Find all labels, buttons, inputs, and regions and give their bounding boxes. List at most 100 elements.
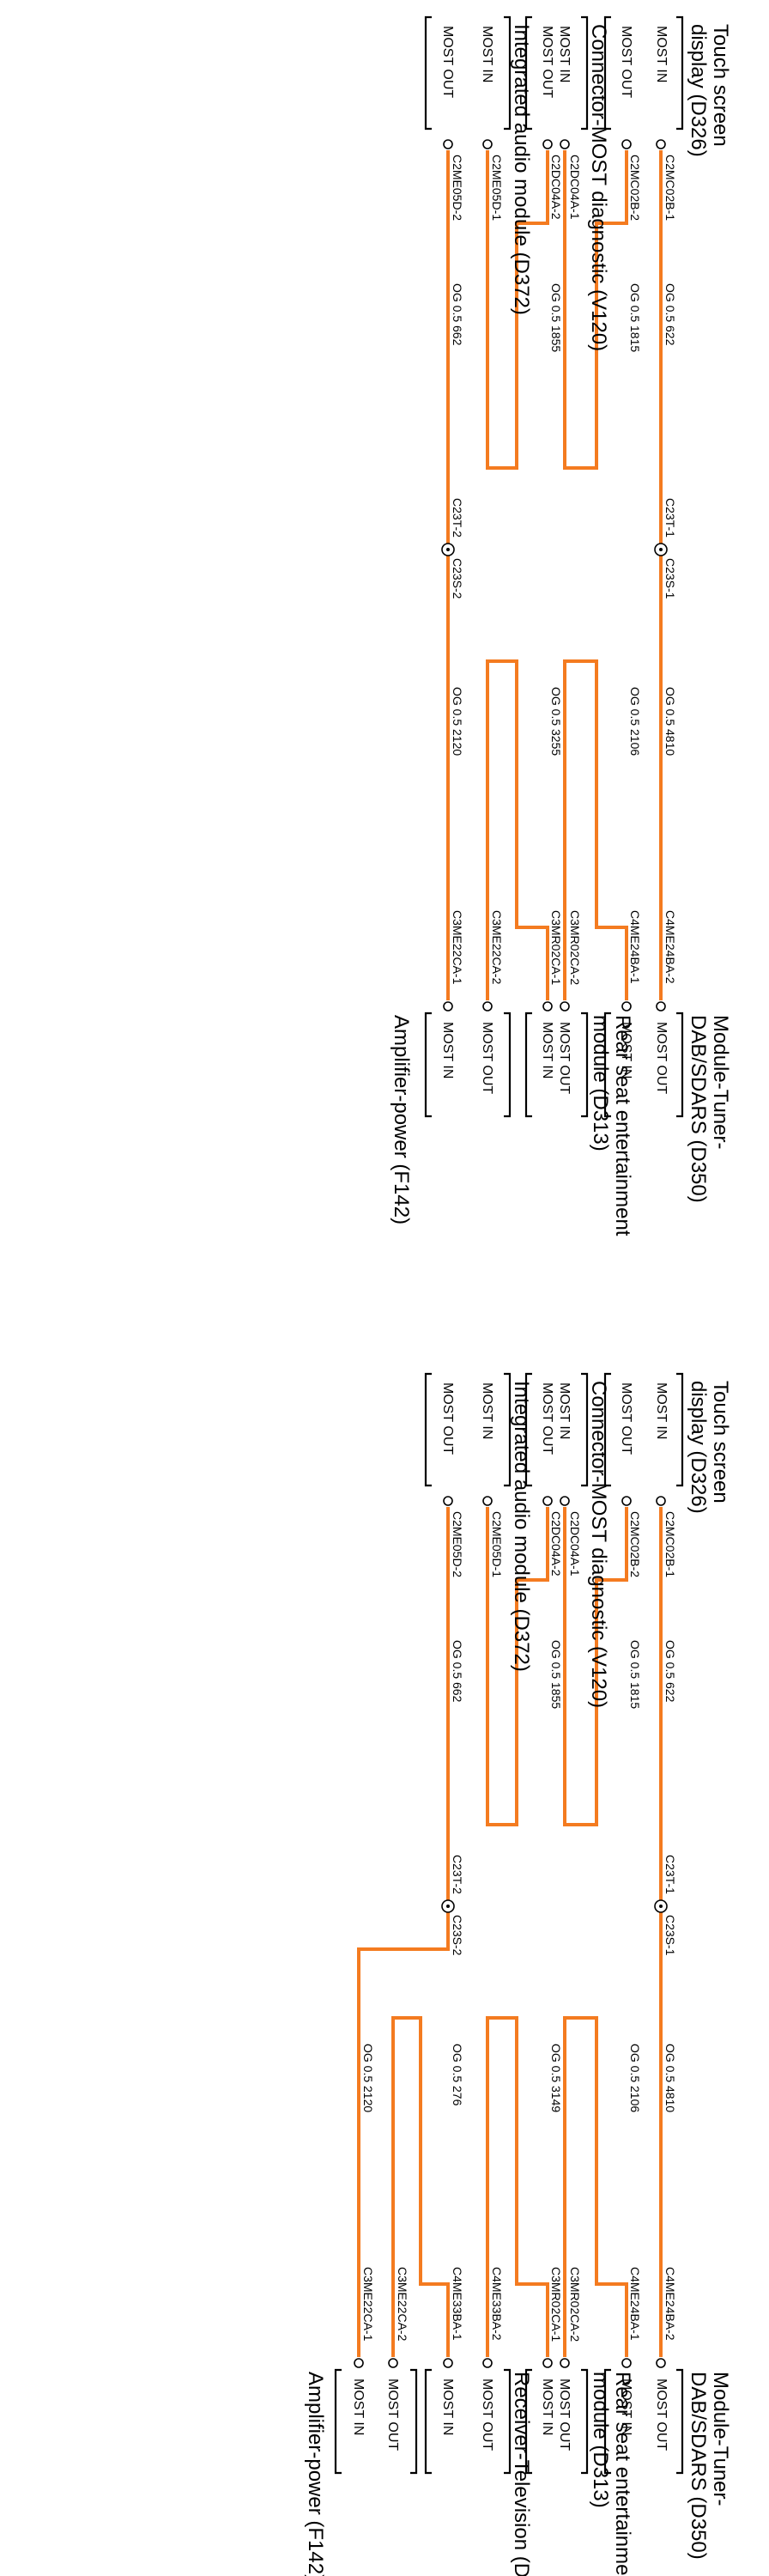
- connector-label: C23T-1: [663, 1855, 677, 1894]
- module-tuner: [603, 2358, 684, 2475]
- module-audio: [424, 1372, 512, 1506]
- splice-c23-bottom: [441, 1899, 455, 1913]
- wire-television-to-amplifier: [391, 2016, 450, 2357]
- module-title: Receiver-Television (D328): [510, 2372, 533, 2576]
- splice-c23-top: [654, 1899, 668, 1913]
- wire-label: OG 0.5 1815: [628, 1640, 642, 1709]
- connector-label: C4ME24BA-1: [628, 2267, 642, 2341]
- wire-rear-seat-to-television: [486, 2016, 549, 2357]
- connector-label: C2ME05D-2: [451, 1511, 464, 1577]
- wire-label: OG 0.5 4810: [663, 687, 677, 756]
- connector-label: C4ME24BA-2: [663, 2267, 677, 2341]
- module-title: display (D326): [687, 1381, 710, 1514]
- module-title: Integrated audio module (D372): [510, 24, 533, 315]
- module-title: DAB/SDARS (D350): [687, 2372, 710, 2560]
- diagram-1-rotated: Touch screen display (D326) Connector-MO…: [390, 15, 732, 1236]
- port-label: MOST IN: [480, 1382, 494, 1439]
- wire-touch-screen-to-diagnostic: [563, 150, 628, 470]
- diagram-1: Touch screen display (D326) Connector-MO…: [390, 15, 732, 1236]
- module-title: Connector-MOST diagnostic (V120): [587, 1381, 610, 1708]
- port-label: MOST OUT: [480, 1022, 494, 1094]
- connector-label: C2MC02B-2: [628, 1511, 642, 1577]
- port-label: MOST OUT: [540, 1382, 554, 1455]
- wire-amplifier-to-splice: [357, 1906, 450, 2357]
- port-label: MOST IN: [557, 1382, 572, 1439]
- wire-diagnostic-to-audio: [486, 1507, 549, 1826]
- port-label: MOST IN: [440, 1022, 455, 1078]
- wire-label: OG 0.5 2120: [451, 687, 464, 756]
- wire-diagnostic-to-audio: [486, 150, 549, 470]
- connector-label: C23S-2: [451, 558, 464, 599]
- module-audio: [424, 15, 512, 149]
- connector-label: C4ME24BA-1: [628, 910, 642, 984]
- port-label: MOST IN: [654, 1382, 669, 1439]
- module-rear-seat: [524, 1001, 589, 1118]
- port-label: MOST OUT: [480, 2379, 494, 2451]
- wire-label: OG 0.5 1815: [628, 283, 642, 352]
- port-label: MOST OUT: [557, 2379, 572, 2451]
- module-touch-screen: [603, 15, 684, 149]
- port-label: MOST OUT: [557, 1022, 572, 1094]
- connector-label: C23S-1: [663, 558, 677, 599]
- connector-label: C2DC04A-1: [568, 1511, 582, 1577]
- module-diagnostic: [524, 1372, 589, 1506]
- module-rear-seat: [524, 2358, 589, 2475]
- connector-label: C2MC02B-2: [628, 155, 642, 221]
- module-amplifier: [334, 2358, 418, 2475]
- wire-label: OG 0.5 662: [451, 283, 464, 346]
- port-label: MOST IN: [619, 2379, 633, 2435]
- wire-rear-seat-to-amplifier: [486, 659, 549, 1000]
- connector-label: C2DC04A-1: [568, 155, 582, 220]
- connector-label: C2ME05D-1: [490, 155, 504, 221]
- port-label: MOST IN: [557, 26, 572, 82]
- module-title: Module-Tuner-: [709, 2372, 732, 2506]
- connector-label: C23T-1: [663, 498, 677, 538]
- module-title: display (D326): [687, 24, 710, 157]
- connector-label: C2DC04A-2: [549, 1511, 563, 1577]
- connector-label: C2ME05D-1: [490, 1511, 504, 1577]
- wire-label: OG 0.5 622: [663, 1640, 677, 1703]
- module-title: Touch screen: [709, 1381, 732, 1504]
- port-label: MOST OUT: [540, 26, 554, 98]
- connector-label: C3ME22CA-1: [451, 910, 464, 985]
- wire-label: OG 0.5 622: [663, 283, 677, 346]
- diagram-2: Touch screen display (D326) Connector-MO…: [304, 1372, 732, 2576]
- wire-label: OG 0.5 1855: [549, 283, 563, 352]
- connector-label: C2ME05D-2: [451, 155, 464, 221]
- connector-label: C3ME22CA-2: [396, 2267, 409, 2342]
- wire-label: OG 0.5 2106: [628, 2044, 642, 2112]
- module-tuner: [603, 1001, 684, 1118]
- port-label: MOST OUT: [619, 26, 633, 98]
- wire-touch-screen-to-diagnostic: [563, 1507, 628, 1826]
- port-label: MOST OUT: [385, 2379, 400, 2451]
- wire-label: OG 0.5 4810: [663, 2044, 677, 2112]
- diagram-2-rotated: Touch screen display (D326) Connector-MO…: [304, 1372, 732, 2576]
- port-label: MOST IN: [540, 2379, 554, 2435]
- module-title: module (D313): [589, 1015, 612, 1151]
- connector-label: C2DC04A-2: [549, 155, 563, 220]
- connector-label: C4ME24BA-2: [663, 910, 677, 984]
- module-title: Touch screen: [709, 24, 732, 147]
- module-title: Module-Tuner-: [709, 1015, 732, 1150]
- module-amplifier: [424, 1001, 512, 1118]
- module-title: Amplifier-power (F142): [390, 1015, 413, 1224]
- wire-tuner-to-rear-seat: [563, 659, 628, 1000]
- port-label: MOST IN: [480, 26, 494, 82]
- connector-label: C2MC02B-1: [663, 155, 677, 221]
- connector-label: C23S-1: [663, 1915, 677, 1956]
- module-television: [424, 2358, 512, 2475]
- connector-label: C23T-2: [451, 1855, 464, 1894]
- port-label: MOST IN: [351, 2379, 366, 2435]
- connector-label: C3MR02CA-1: [549, 910, 563, 985]
- module-title: Amplifier-power (F142): [304, 2372, 327, 2576]
- wire-tuner-to-rear-seat: [563, 2016, 628, 2357]
- module-title: Connector-MOST diagnostic (V120): [587, 24, 610, 351]
- module-touch-screen: [603, 1372, 684, 1506]
- port-label: MOST OUT: [654, 2379, 669, 2451]
- module-title: DAB/SDARS (D350): [687, 1015, 710, 1203]
- port-label: MOST OUT: [440, 1382, 455, 1455]
- module-title: Rear seat entertainment: [611, 1015, 634, 1236]
- wire-label: OG 0.5 3255: [549, 687, 563, 756]
- module-title: module (D313): [589, 2372, 612, 2508]
